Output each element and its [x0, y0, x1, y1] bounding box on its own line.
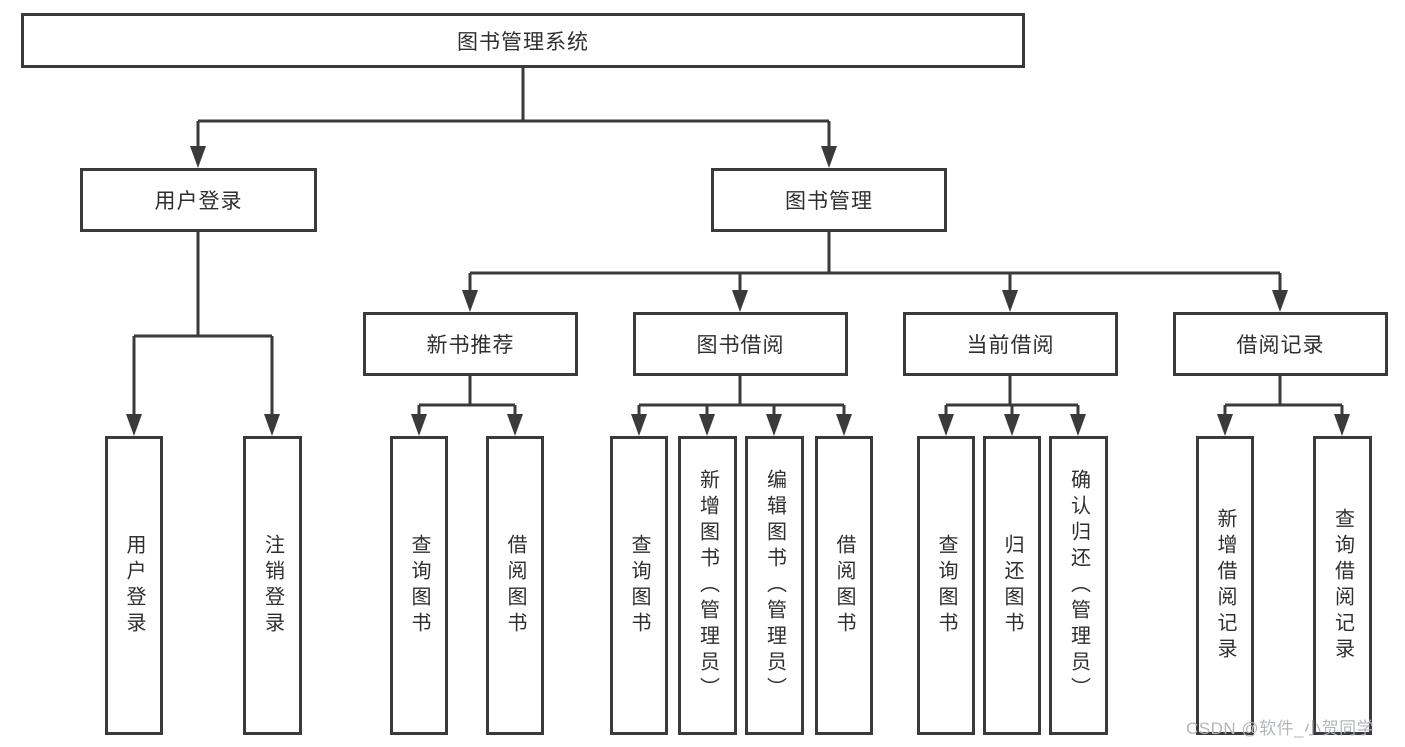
- arrowheads-book-borrow: [631, 414, 852, 436]
- edges-borrow-records: [1223, 376, 1344, 416]
- leaf-borrow-book-recommend: 借阅图书: [486, 436, 544, 735]
- node-current-borrow: 当前借阅: [903, 312, 1118, 376]
- leaf-query-borrow-record: 查询借阅记录: [1313, 436, 1372, 735]
- node-new-book-recommend: 新书推荐: [363, 312, 578, 376]
- leaf-query-book-current: 查询图书: [917, 436, 975, 735]
- node-user-login: 用户登录: [80, 168, 317, 232]
- leaf-return-book: 归还图书: [983, 436, 1041, 735]
- node-label: 图书借阅: [696, 334, 785, 357]
- node-label: 查询图书: [935, 533, 957, 638]
- node-label: 注销登录: [261, 533, 284, 638]
- leaf-add-book-admin: 新增图书（管理员）: [678, 436, 737, 735]
- node-label: 新增图书（管理员）: [696, 468, 719, 703]
- node-library-system: 图书管理系统: [21, 13, 1025, 68]
- node-label: 查询图书: [408, 533, 430, 638]
- node-label: 图书管理系统: [457, 30, 589, 54]
- edges-new-book-recommend: [417, 376, 517, 416]
- edges-root: [196, 68, 831, 148]
- arrowheads-root: [190, 146, 837, 168]
- edges-book-borrow: [637, 376, 846, 416]
- node-label: 借阅图书: [504, 533, 526, 638]
- node-label: 用户登录: [154, 190, 243, 213]
- node-label: 编辑图书（管理员）: [763, 468, 786, 703]
- edges-book-management: [468, 232, 1282, 292]
- node-label: 当前借阅: [966, 334, 1055, 357]
- node-label: 确认归还（管理员）: [1067, 468, 1090, 703]
- node-label: 借阅图书: [833, 533, 855, 638]
- node-label: 借阅记录: [1236, 334, 1325, 357]
- leaf-confirm-return-admin: 确认归还（管理员）: [1049, 436, 1108, 735]
- node-label: 新书推荐: [426, 334, 515, 357]
- leaf-edit-book-admin: 编辑图书（管理员）: [745, 436, 804, 735]
- node-label: 归还图书: [1001, 533, 1023, 638]
- leaf-query-book-recommend: 查询图书: [390, 436, 448, 735]
- edges-current-borrow: [944, 376, 1080, 416]
- arrowheads-user-login: [126, 414, 280, 436]
- node-label: 查询借阅记录: [1331, 507, 1354, 664]
- edges-user-login: [132, 232, 274, 416]
- leaf-borrow-book: 借阅图书: [815, 436, 873, 735]
- arrowheads-new-book-recommend: [411, 414, 523, 436]
- leaf-user-login: 用户登录: [105, 436, 163, 735]
- node-book-management: 图书管理: [711, 168, 947, 232]
- leaf-logout-login: 注销登录: [243, 436, 302, 735]
- node-borrow-records: 借阅记录: [1173, 312, 1388, 376]
- arrowheads-book-management: [462, 290, 1288, 312]
- node-label: 图书管理: [785, 190, 873, 213]
- leaf-query-book-borrow: 查询图书: [610, 436, 668, 735]
- node-label: 用户登录: [123, 533, 145, 638]
- node-label: 查询图书: [628, 533, 650, 638]
- leaf-add-borrow-record: 新增借阅记录: [1196, 436, 1254, 735]
- node-book-borrow: 图书借阅: [633, 312, 848, 376]
- node-label: 新增借阅记录: [1214, 507, 1236, 664]
- arrowheads-borrow-records: [1217, 414, 1350, 436]
- arrowheads-current-borrow: [938, 414, 1086, 436]
